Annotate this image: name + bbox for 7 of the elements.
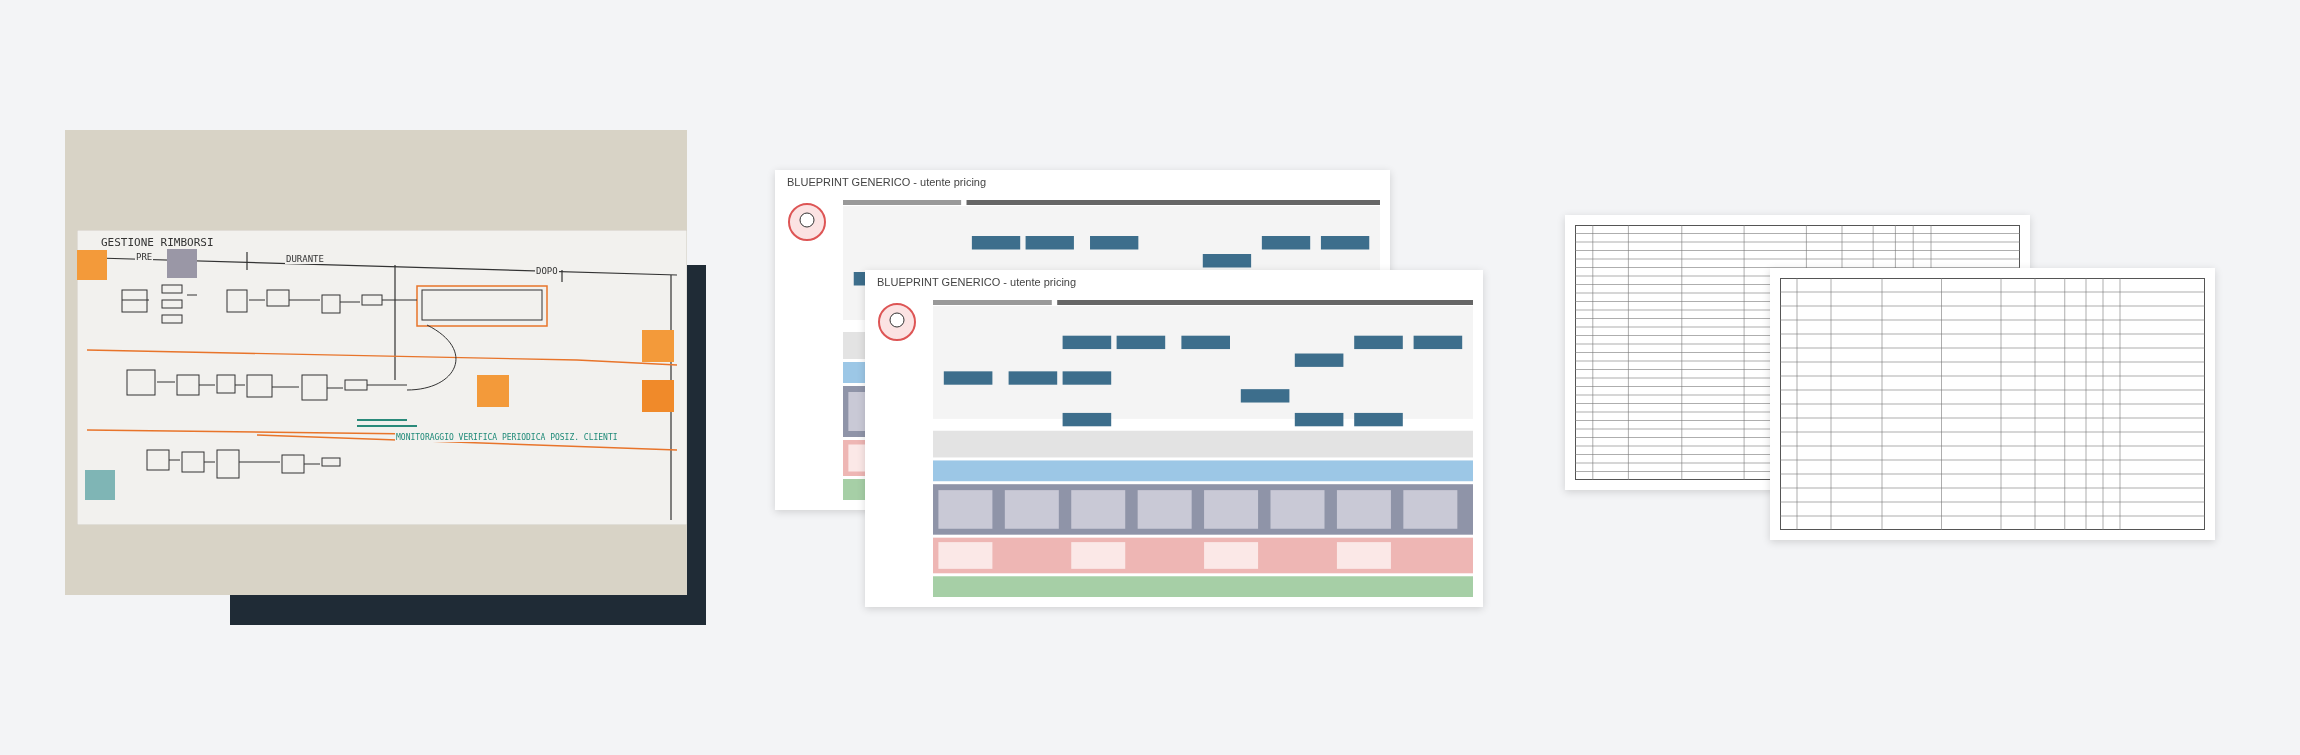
page-title: BLUEPRINT GENERICO - utente pricing [877, 276, 1077, 288]
phase-label: PRE [135, 252, 154, 262]
page-title: BLUEPRINT GENERICO - utente pricing [787, 176, 987, 188]
handwritten-title: GESTIONE RIMBORSI [100, 236, 215, 249]
handwritten-note: MONITORAGGIO VERIFICA PERIODICA POSIZ. CLIENTI [395, 433, 619, 442]
phase-label: DOPO [535, 266, 559, 276]
phase-label: DURANTE [285, 254, 325, 264]
